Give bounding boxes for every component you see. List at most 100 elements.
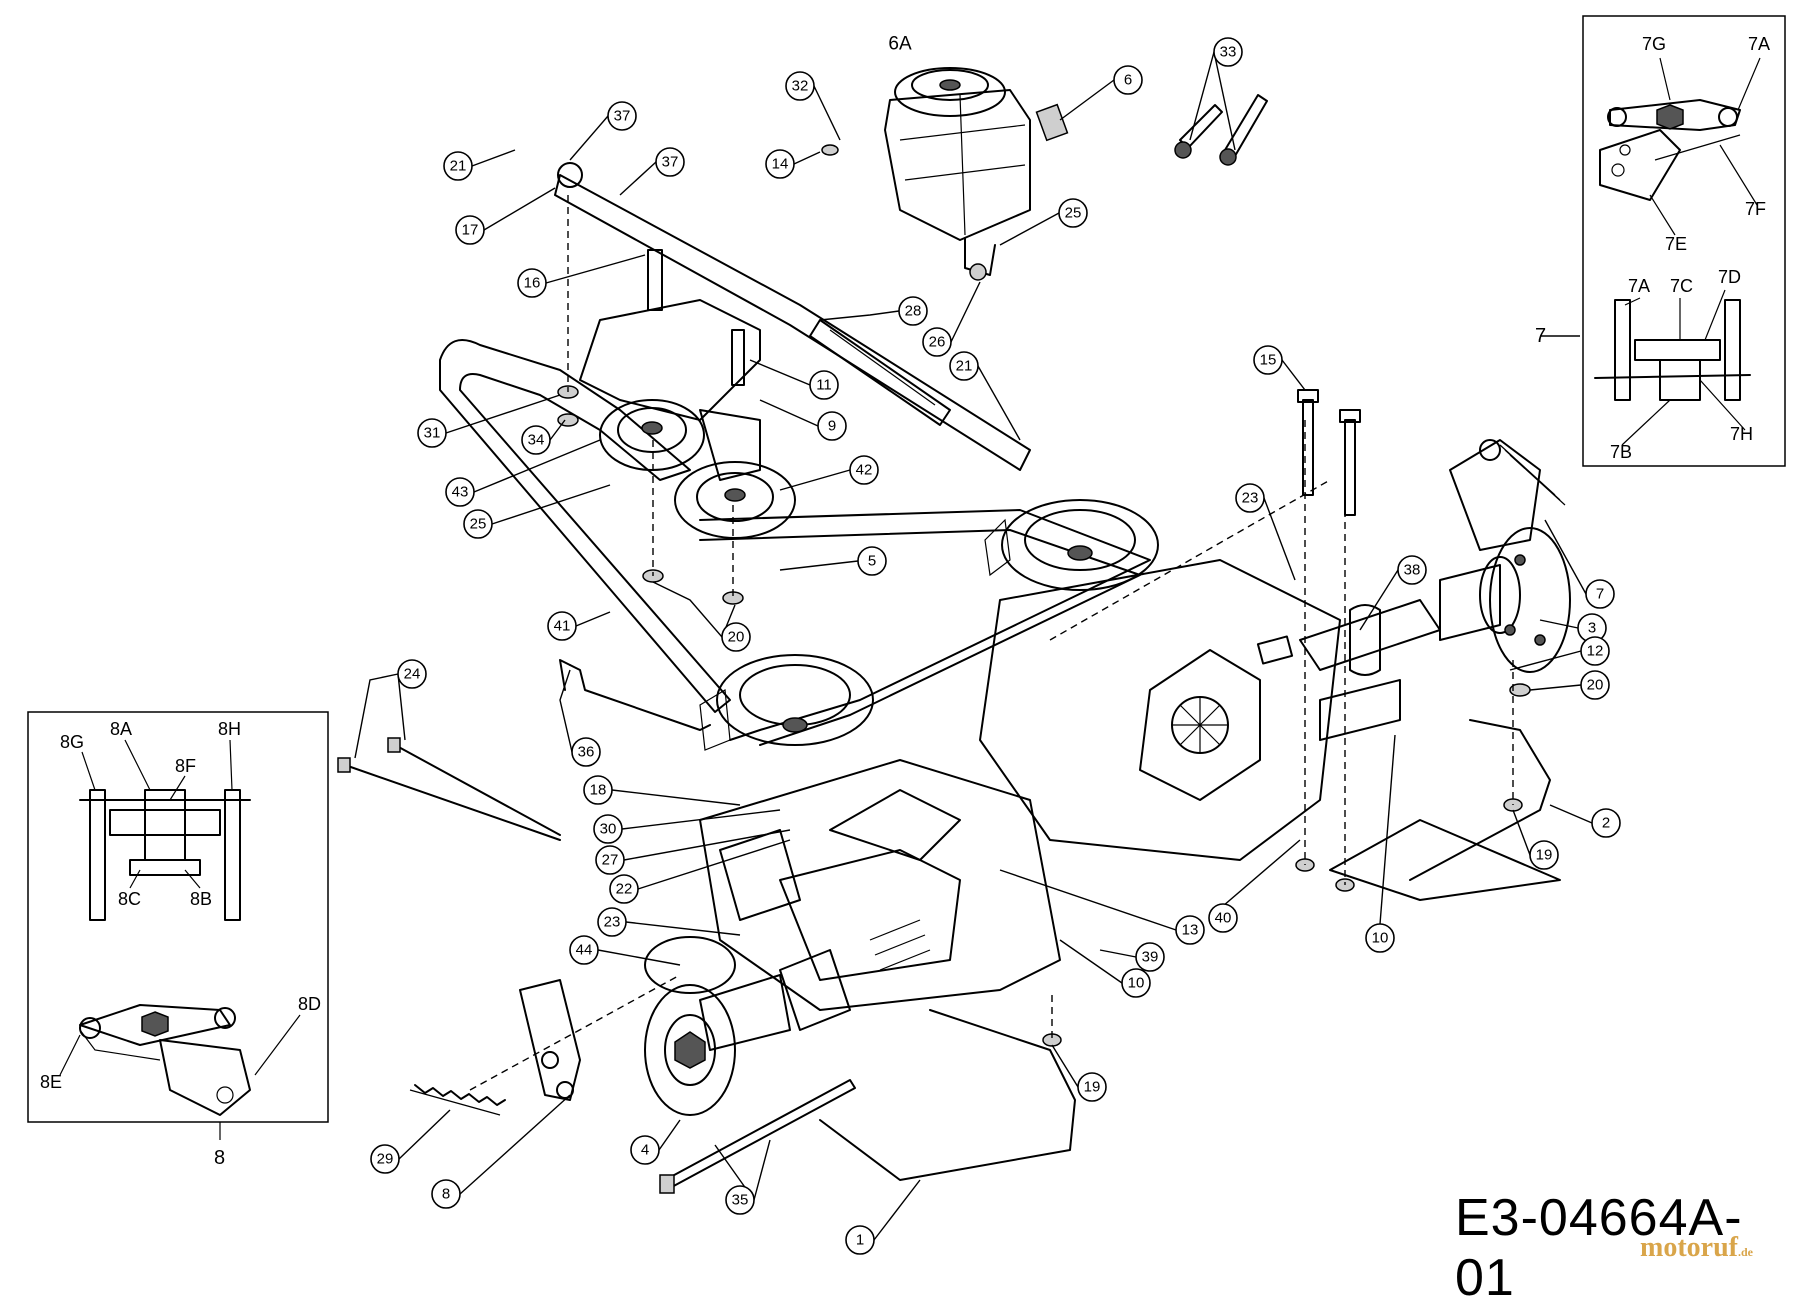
callout-label: 40 [1215,910,1232,927]
callout-37: 37 [607,101,637,131]
callout-label: 27 [602,852,619,869]
right-brake-arm [1449,439,1566,551]
right-transmission-pulley [984,499,1159,591]
callout-label: 19 [1536,847,1553,864]
callout-label: 12 [1587,643,1604,660]
callout-circle [547,611,577,641]
callout-circle [1365,923,1395,953]
callout-label: 6 [1124,72,1132,89]
callout-circle [845,1225,875,1255]
callout-circle [370,1144,400,1174]
callout-circle [1113,65,1143,95]
callout-label: 33 [1220,44,1237,61]
callout-label: 21 [450,158,467,175]
brake-spring-29 [409,1084,506,1116]
callout-label: 10 [1128,975,1145,992]
callout-label: 7 [1596,586,1604,603]
callout-circle [1235,483,1265,513]
leader-lines [354,51,1593,1241]
inset-8-labels: 8A 8G 8H 8F 8C 8B 8D 8E [40,719,321,1092]
callout-circle [455,215,485,245]
callout-label: 36 [578,744,595,761]
cable-ties [337,737,561,841]
callout-circle [1077,1072,1107,1102]
callout-label: 21 [956,358,973,375]
callout-label: 41 [554,618,571,635]
callout-label: 5 [868,553,876,570]
watermark-brand: motoruf [1640,1232,1738,1263]
callout-circle [1253,345,1283,375]
callout-43: 43 [445,477,475,507]
svg-text:7A: 7A [1628,276,1650,296]
right-wheel-hub [1439,527,1571,673]
callout-17: 17 [455,215,485,245]
left-axle-hub [644,936,851,1116]
callout-circle [1580,670,1610,700]
callout-circle [1591,808,1621,838]
callout-label: 10 [1372,930,1389,947]
callout-label: 28 [905,303,922,320]
callout-label: 9 [828,418,836,435]
inset-7: 7G 7A 7F 7E 7A 7C 7D 7B 7H 7 [1535,15,1786,467]
callout-15: 15 [1253,345,1283,375]
assembly-guide-lines [469,195,1514,1091]
right-transmission [979,559,1441,861]
callout-25: 25 [463,509,493,539]
idler-pulley-43 [599,399,705,471]
callout-circle [1121,968,1151,998]
callout-3: 3 [1577,613,1607,643]
callout-label: 43 [452,484,469,501]
svg-text:8A: 8A [110,719,132,739]
callout-label: 38 [1404,562,1421,579]
callout-label: 13 [1182,922,1199,939]
front-frame-rod [819,1009,1076,1181]
callout-circle [397,659,427,689]
inset-7-labels: 7G 7A 7F 7E 7A 7C 7D 7B 7H [1610,34,1770,462]
callout-circle [922,327,952,357]
callout-label: 23 [1242,490,1259,507]
callout-42: 42 [849,455,879,485]
callout-circle [849,455,879,485]
callout-circle [417,418,447,448]
callout-13: 13 [1175,915,1205,945]
control-rod [559,659,711,731]
callout-22: 22 [609,874,639,904]
callout-label: 42 [856,462,873,479]
callout-label: 37 [614,108,631,125]
callout-25: 25 [1058,198,1088,228]
callout-circle [569,935,599,965]
callout-circle [609,874,639,904]
svg-text:7A: 7A [1748,34,1770,54]
callout-20: 20 [1580,670,1610,700]
callout-label: 22 [616,881,633,898]
callout-circle [630,1135,660,1165]
callout-label: 4 [641,1142,649,1159]
callout-28: 28 [898,296,928,326]
callout-circle [1213,37,1243,67]
callout-23: 23 [597,907,627,937]
callout-label: 31 [424,425,441,442]
frame-bracket [1329,819,1561,901]
callout-label: 25 [470,516,487,533]
callout-circle [1058,198,1088,228]
callout-21: 21 [949,351,979,381]
callout-circle [443,151,473,181]
callout-label: 26 [929,334,946,351]
left-transmission-pulley [699,654,874,751]
callout-6A: 6A [888,34,912,55]
callout-circle [1397,555,1427,585]
parts-diagram: 7G 7A 7F 7E 7A 7C 7D 7B 7H 7 8A 8G [27,15,1786,1255]
callout-label: 14 [772,156,789,173]
callout-circle [1175,915,1205,945]
callout-36: 36 [571,737,601,767]
callout-39: 39 [1135,942,1165,972]
callout-label: 32 [792,78,809,95]
long-bolts [1297,389,1361,516]
callout-18: 18 [583,775,613,805]
callout-label: 11 [816,377,832,394]
svg-text:8F: 8F [175,756,196,776]
callout-label: 25 [1065,205,1082,222]
callout-label: 3 [1588,620,1596,637]
svg-text:8E: 8E [40,1072,62,1092]
